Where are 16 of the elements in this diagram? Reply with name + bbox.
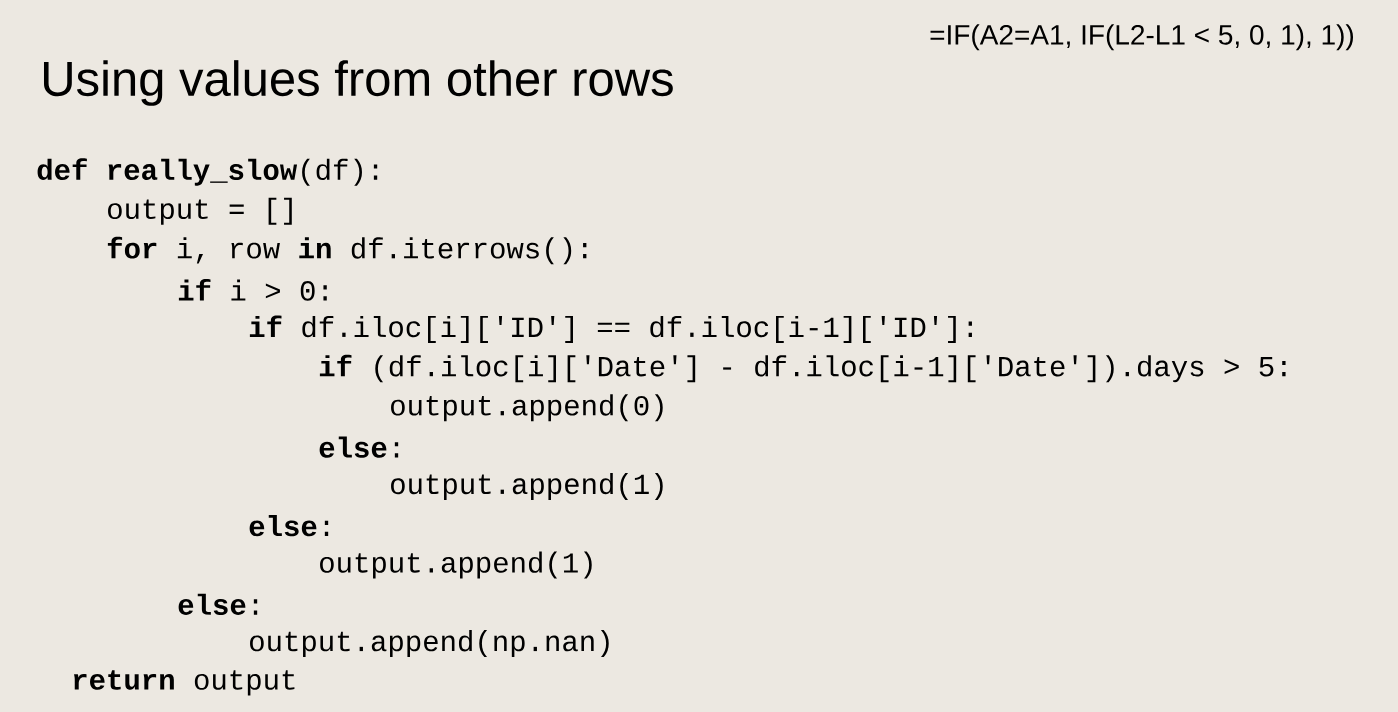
code-line: output.append(1) bbox=[320, 551, 592, 579]
code-line: def really_slow(df): bbox=[37, 158, 378, 186]
code-line: output.append(0) bbox=[391, 394, 663, 422]
formula-text: =IF(A2=A1, IF(L2-L1 < 5, 0, 1), 1)) bbox=[930, 24, 1354, 51]
code-line: output = [] bbox=[108, 197, 292, 225]
code-line: return output bbox=[74, 670, 295, 696]
code-line: if df.iloc[i]['ID'] == df.iloc[i-1]['ID']: bbox=[249, 315, 972, 343]
code-line: else: bbox=[319, 436, 399, 458]
code-line: else: bbox=[178, 593, 258, 615]
code-line: output.append(1) bbox=[391, 472, 663, 500]
code-line: if i > 0: bbox=[178, 279, 327, 301]
code-line: for i, row in df.iterrows(): bbox=[107, 236, 587, 265]
code-line: if (df.iloc[i]['Date'] - df.iloc[i-1]['Date']).days > 5: bbox=[319, 354, 1286, 383]
slide-title: Using values from other rows bbox=[44, 60, 673, 106]
code-line: output.append(np.nan) bbox=[250, 630, 609, 658]
code-line: else: bbox=[249, 515, 329, 537]
